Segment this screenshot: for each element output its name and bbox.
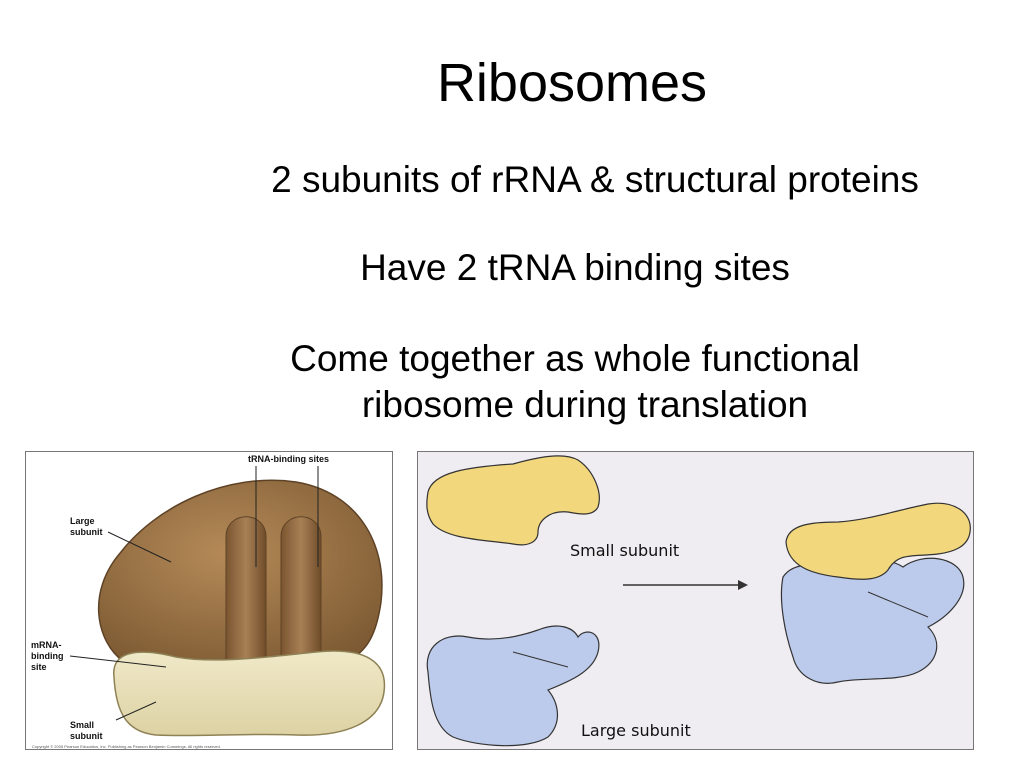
small-subunit-assembled xyxy=(785,502,971,580)
label-large-line2: subunit xyxy=(70,527,103,537)
label-large-line1: Large xyxy=(70,516,95,526)
bullet-line-1: Come together as whole functional xyxy=(290,338,860,379)
label-small-subunit: Small subunit xyxy=(570,541,679,560)
trna-groove-1 xyxy=(225,516,267,665)
label-mrna-line3: site xyxy=(31,662,47,672)
bullet-binding-sites: Have 2 tRNA binding sites xyxy=(360,247,790,288)
subunit-assembly-drawing: Small subunit Large subunit xyxy=(426,455,971,747)
label-small-line2: subunit xyxy=(70,731,103,741)
ribosome-structure-drawing: tRNA-binding sites Large subunit mRNA- b… xyxy=(31,454,386,749)
label-mrna-line1: mRNA- xyxy=(31,640,62,650)
assembly-arrow-head xyxy=(738,580,748,590)
large-subunit-separate xyxy=(426,625,600,747)
small-subunit-separate xyxy=(426,455,600,546)
label-small-line1: Small xyxy=(70,720,94,730)
copyright-note: Copyright © 2005 Pearson Education, Inc.… xyxy=(32,744,221,749)
slide-title: Ribosomes xyxy=(436,53,708,113)
trna-groove-2 xyxy=(280,516,322,665)
small-subunit-shape xyxy=(113,650,386,737)
label-large-subunit: Large subunit xyxy=(581,721,691,740)
label-mrna-line2: binding xyxy=(31,651,64,661)
bullet-come-together: Come together as whole functional riboso… xyxy=(200,336,950,428)
subunit-assembly-figure: Small subunit Large subunit xyxy=(417,451,974,750)
label-trna-binding-sites: tRNA-binding sites xyxy=(248,454,329,464)
ribosome-structure-figure: tRNA-binding sites Large subunit mRNA- b… xyxy=(25,451,393,750)
bullet-line-2: ribosome during translation xyxy=(361,384,809,425)
bullet-subunits: 2 subunits of rRNA & structural proteins xyxy=(271,159,919,200)
